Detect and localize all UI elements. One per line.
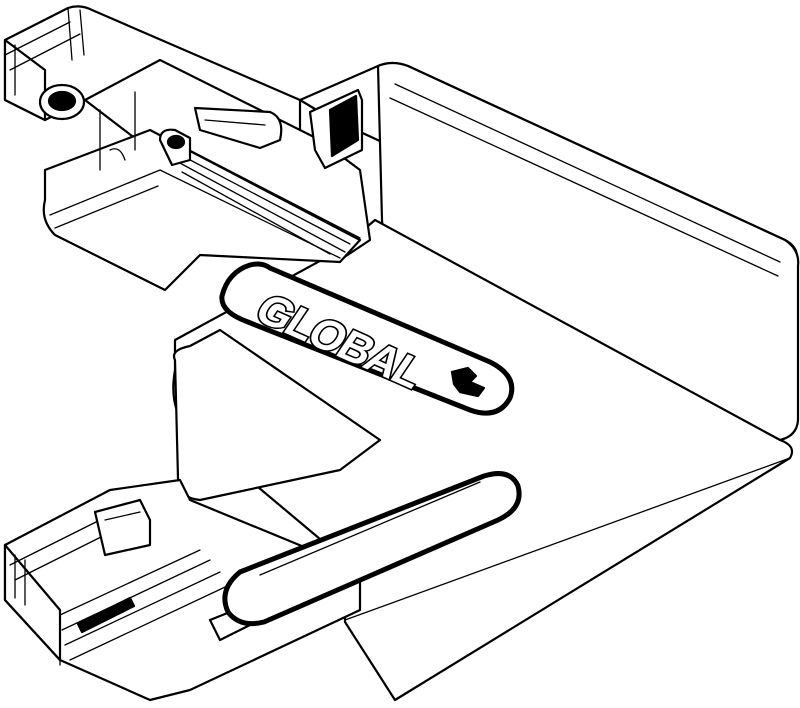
- lower-oval-recess: [222, 471, 522, 627]
- brand-logo-mark: [450, 366, 486, 398]
- lower-arm: [3, 478, 362, 702]
- upper-arm: [3, 5, 372, 292]
